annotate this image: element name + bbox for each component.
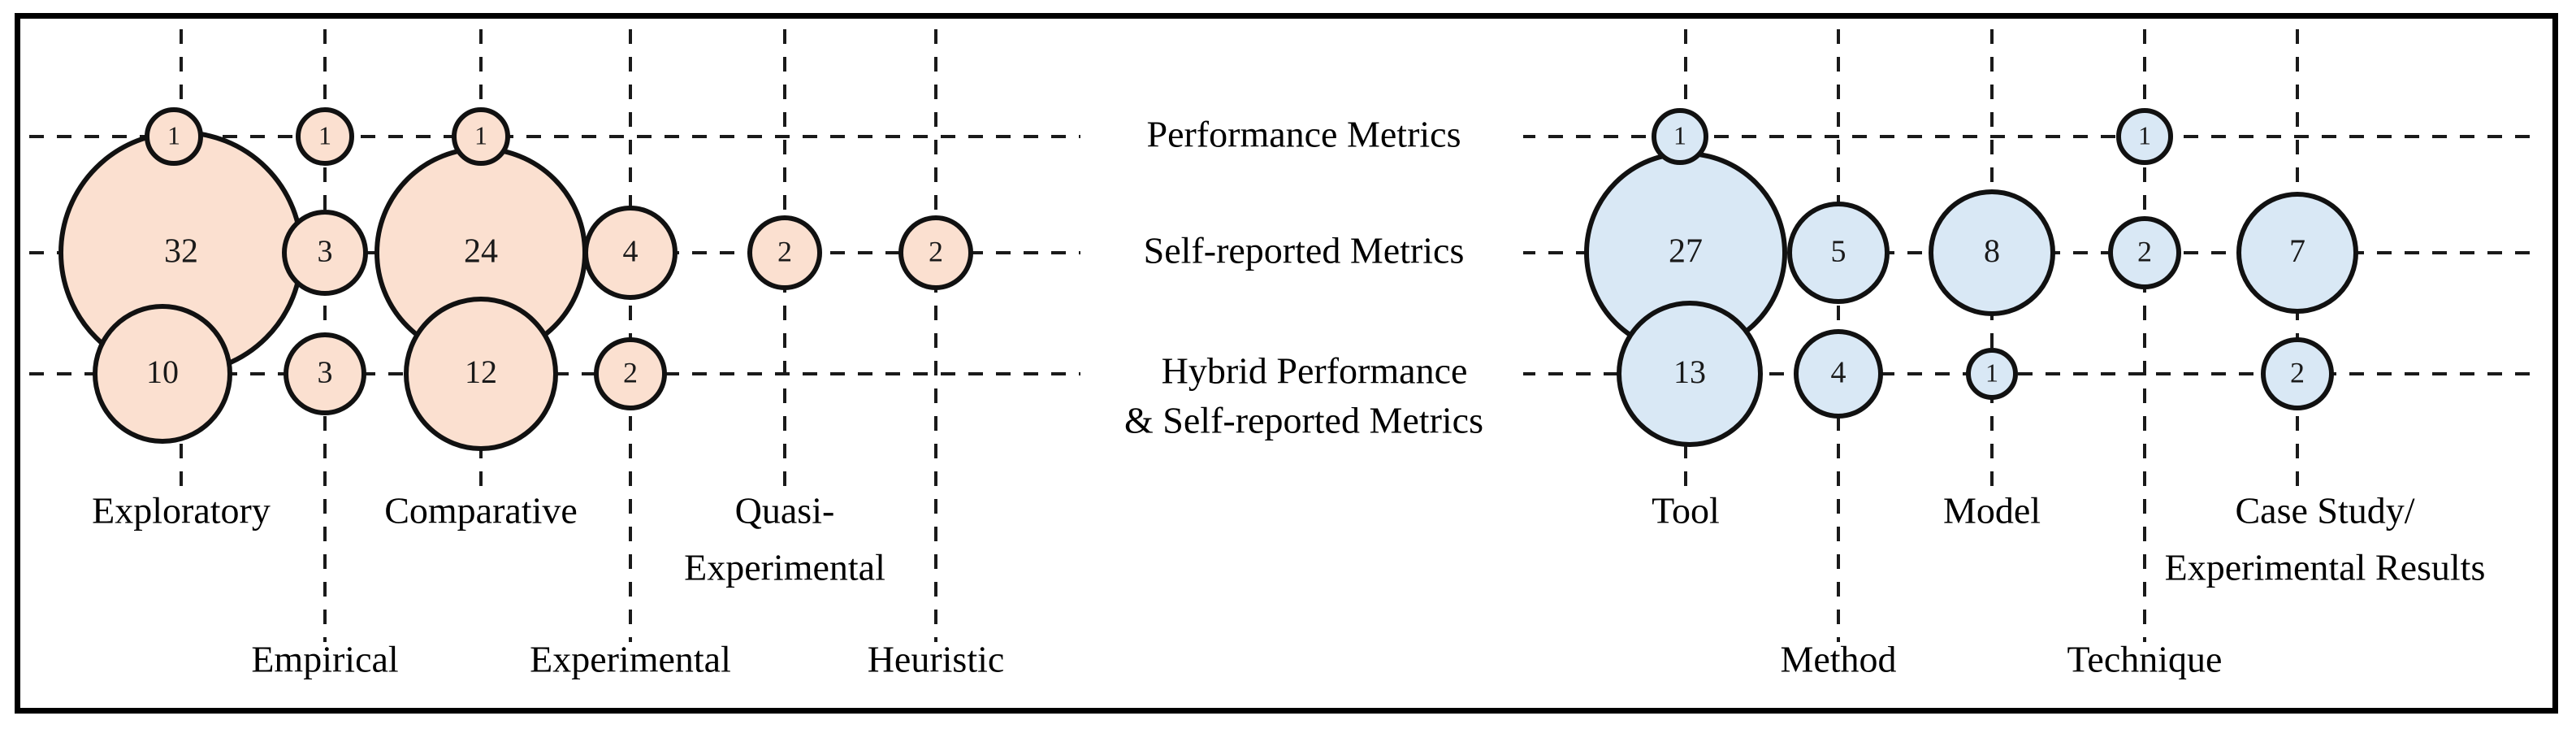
bubble-right-r1-tool[interactable]: 1 [1652, 108, 1708, 165]
axis-label-model: Model [1943, 490, 2041, 532]
bubble-left-r3-comparative[interactable]: 12 [404, 297, 558, 451]
bubble-value: 12 [465, 354, 497, 390]
axis-label-technique: Technique [2067, 639, 2223, 680]
bubble-value: 2 [2290, 356, 2305, 388]
bubble-value: 1 [1985, 358, 1998, 387]
axis-label-experimental: Experimental [530, 639, 731, 680]
axis-label-method: Method [1780, 639, 1896, 680]
left-chart-bubbles: 32 24 10 12 3 [58, 107, 973, 451]
bubble-value: 1 [167, 120, 180, 150]
bubble-value: 2 [623, 356, 638, 388]
bubble-value: 2 [777, 235, 792, 267]
bubble-value: 2 [929, 235, 943, 267]
bubble-left-r1-comparative[interactable]: 1 [452, 107, 510, 166]
bubble-right-r3-case-study[interactable]: 2 [2261, 337, 2334, 410]
axis-label-quasi-line2: Experimental [684, 547, 885, 588]
bubble-value: 4 [623, 235, 639, 269]
bubble-right-r3-method[interactable]: 4 [1794, 329, 1883, 419]
axis-label-case-study-line2: Experimental Results [2165, 547, 2486, 588]
right-chart-bubbles: 27 13 8 7 5 [1584, 108, 2358, 447]
row-label-self-reported-metrics: Self-reported Metrics [1144, 230, 1465, 271]
bubble-value: 24 [464, 233, 498, 271]
axis-label-comparative: Comparative [384, 490, 578, 532]
row-label-hybrid-line1: Hybrid Performance [1162, 350, 1468, 392]
bubble-value: 8 [1984, 232, 2000, 269]
bubble-value: 27 [1669, 233, 1703, 271]
bubble-right-r2-model[interactable]: 8 [1929, 189, 2055, 316]
bubble-value: 4 [1831, 356, 1846, 390]
bubble-left-r1-empirical[interactable]: 1 [296, 107, 354, 166]
bubble-value: 3 [318, 356, 333, 390]
bubble-right-r2-technique[interactable]: 2 [2108, 216, 2181, 289]
bubble-left-r2-empirical[interactable]: 3 [282, 210, 368, 296]
bubble-left-r2-experimental[interactable]: 4 [583, 206, 678, 300]
axis-label-exploratory: Exploratory [92, 490, 271, 532]
bubble-right-r3-tool[interactable]: 13 [1617, 301, 1763, 447]
axis-label-quasi-line1: Quasi- [735, 490, 835, 532]
right-axis-labels: Tool Model Case Study/ Experimental Resu… [1652, 490, 2485, 680]
bubble-value: 1 [2138, 120, 2151, 150]
axis-label-case-study-line1: Case Study/ [2235, 490, 2414, 532]
bubble-left-r2-quasi-experimental[interactable]: 2 [747, 215, 822, 290]
bubble-value: 7 [2289, 232, 2305, 269]
bubble-value: 5 [1831, 235, 1846, 269]
axis-label-heuristic: Heuristic [868, 639, 1005, 680]
row-label-2-bg [1085, 223, 1523, 286]
bubble-left-r3-exploratory[interactable]: 10 [93, 304, 232, 444]
bubble-left-r3-experimental[interactable]: 2 [594, 337, 667, 410]
bubble-left-r1-exploratory[interactable]: 1 [145, 107, 203, 166]
row-label-hybrid-line2: & Self-reported Metrics [1124, 400, 1483, 441]
bubble-right-r2-method[interactable]: 5 [1787, 202, 1890, 304]
bubble-value: 10 [146, 354, 179, 390]
bubble-value: 2 [2137, 235, 2152, 267]
row-label-1-bg [1085, 106, 1523, 169]
bubble-value: 3 [318, 235, 333, 269]
axis-label-empirical: Empirical [251, 639, 398, 680]
bubble-right-r3-model[interactable]: 1 [1966, 348, 2018, 400]
bubble-left-r2-heuristic[interactable]: 2 [898, 215, 973, 290]
bubble-right-r1-technique[interactable]: 1 [2116, 108, 2173, 165]
bubble-value: 32 [164, 233, 198, 271]
bubble-value: 1 [1673, 120, 1686, 150]
row-label-3-bg [1085, 341, 1523, 455]
left-axis-labels: Exploratory Comparative Quasi- Experimen… [92, 490, 1004, 680]
bubble-value: 1 [318, 120, 331, 150]
bubble-right-r2-case-study[interactable]: 7 [2236, 192, 2358, 314]
bubble-left-r3-empirical[interactable]: 3 [284, 332, 366, 415]
row-label-performance-metrics: Performance Metrics [1146, 114, 1461, 155]
bubble-value: 13 [1673, 354, 1706, 390]
bubble-value: 1 [474, 120, 487, 150]
axis-label-tool: Tool [1652, 490, 1720, 532]
row-labels: Performance Metrics Self-reported Metric… [1085, 106, 1523, 455]
